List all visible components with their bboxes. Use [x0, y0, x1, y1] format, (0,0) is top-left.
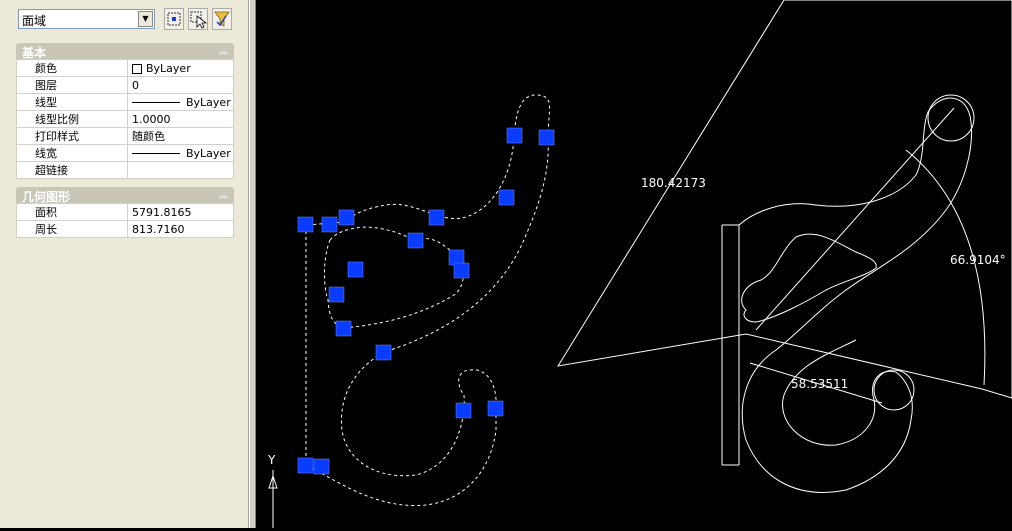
property-row-layer[interactable]: 图层 0 [16, 76, 234, 94]
grip[interactable] [487, 400, 504, 417]
dim-angle-label: 66.9104° [950, 253, 1006, 267]
property-row-color[interactable]: 颜色 ByLayer [16, 59, 234, 77]
hook-inner-outline [741, 233, 877, 323]
linetype-sample-icon [132, 102, 180, 103]
angle-arc [905, 149, 986, 386]
collapse-icon[interactable]: ︽ [218, 191, 228, 201]
section-geometry-header[interactable]: 几何图形 ︽ [16, 187, 234, 204]
dim-radius-label: 58.53511 [791, 377, 848, 391]
grip[interactable] [313, 458, 330, 475]
grip[interactable] [321, 216, 338, 233]
grip[interactable] [428, 209, 445, 226]
selected-region[interactable] [305, 94, 550, 507]
property-label: 打印样式 [16, 127, 128, 145]
pickadd-button[interactable] [164, 8, 184, 30]
object-type-dropdown[interactable]: 面域 ▼ [18, 9, 155, 29]
reference-geometry[interactable] [556, 0, 1012, 493]
property-value-linetype-scale[interactable]: 1.0000 [127, 110, 234, 128]
palette-splitter[interactable] [249, 0, 256, 528]
property-value: ByLayer [186, 95, 231, 109]
select-objects-button[interactable] [188, 8, 208, 30]
property-row-area[interactable]: 面积 5791.8165 [16, 203, 234, 221]
grip[interactable] [506, 127, 523, 144]
top-ring [927, 94, 975, 142]
lineweight-sample-icon [132, 153, 180, 154]
property-label: 超链接 [16, 161, 128, 179]
property-value-perimeter: 813.7160 [127, 220, 234, 238]
geometry-properties-grid: 面积 5791.8165 周长 813.7160 [16, 203, 234, 238]
property-value-hyperlink[interactable] [127, 161, 234, 179]
property-row-linetype[interactable]: 线型 ByLayer [16, 93, 234, 111]
property-value-layer[interactable]: 0 [127, 76, 234, 94]
grip[interactable] [297, 457, 314, 474]
basic-properties-grid: 颜色 ByLayer 图层 0 线型 ByLayer 线型比例 1.0000 打… [16, 59, 234, 179]
select-objects-icon [190, 11, 208, 29]
color-swatch-icon [132, 63, 142, 74]
grip[interactable] [455, 402, 472, 419]
ucs-icon: Y [267, 453, 278, 528]
drawing-canvas[interactable]: 180.42173 66.9104° 58.53511 Y [256, 0, 1012, 528]
drawing-svg[interactable]: 180.42173 66.9104° 58.53511 Y [256, 0, 1012, 528]
grip-points[interactable] [297, 127, 555, 475]
property-row-hyperlink[interactable]: 超链接 [16, 161, 234, 179]
ucs-y-label: Y [267, 453, 276, 467]
dimension-line [755, 107, 955, 331]
section-geometry-title: 几何图形 [22, 190, 71, 204]
quick-select-button[interactable] [212, 8, 232, 30]
property-row-plot-style[interactable]: 打印样式 随颜色 [16, 127, 234, 145]
property-value: ByLayer [146, 61, 191, 75]
property-value-area: 5791.8165 [127, 203, 234, 221]
grip[interactable] [538, 129, 555, 146]
property-label: 面积 [16, 203, 128, 221]
grip[interactable] [338, 209, 355, 226]
section-basic-title: 基本 [22, 46, 47, 60]
property-row-lineweight[interactable]: 线宽 ByLayer [16, 144, 234, 162]
pickadd-icon [167, 12, 181, 26]
properties-palette: 面域 ▼ 基本 ︽ 颜色 ByLayer 图层 0 [0, 0, 249, 528]
property-label: 线宽 [16, 144, 128, 162]
bottom-ring [873, 369, 915, 411]
dim-linear-label: 180.42173 [641, 176, 706, 190]
property-label: 颜色 [16, 59, 128, 77]
collapse-icon[interactable]: ︽ [218, 47, 228, 57]
property-value-lineweight[interactable]: ByLayer [127, 144, 234, 162]
object-type-value: 面域 [22, 14, 47, 28]
property-value-plot-style[interactable]: 随颜色 [127, 127, 234, 145]
grip[interactable] [335, 320, 352, 337]
property-row-linetype-scale[interactable]: 线型比例 1.0000 [16, 110, 234, 128]
property-row-perimeter[interactable]: 周长 813.7160 [16, 220, 234, 238]
quick-select-icon [214, 11, 230, 27]
dimension-line [749, 362, 883, 404]
grip[interactable] [407, 232, 424, 249]
grip[interactable] [498, 189, 515, 206]
grip[interactable] [297, 216, 314, 233]
property-label: 周长 [16, 220, 128, 238]
property-value-linetype[interactable]: ByLayer [127, 93, 234, 111]
property-value: ByLayer [186, 146, 231, 160]
property-label: 线型比例 [16, 110, 128, 128]
grip[interactable] [453, 262, 470, 279]
chevron-down-icon[interactable]: ▼ [138, 11, 153, 27]
hook-outline [738, 97, 973, 493]
grip[interactable] [375, 344, 392, 361]
grip[interactable] [328, 286, 345, 303]
section-basic-header[interactable]: 基本 ︽ [16, 43, 234, 60]
grip[interactable] [347, 261, 364, 278]
property-label: 图层 [16, 76, 128, 94]
property-value-color[interactable]: ByLayer [127, 59, 234, 77]
dimension-box [556, 0, 1012, 399]
property-label: 线型 [16, 93, 128, 111]
